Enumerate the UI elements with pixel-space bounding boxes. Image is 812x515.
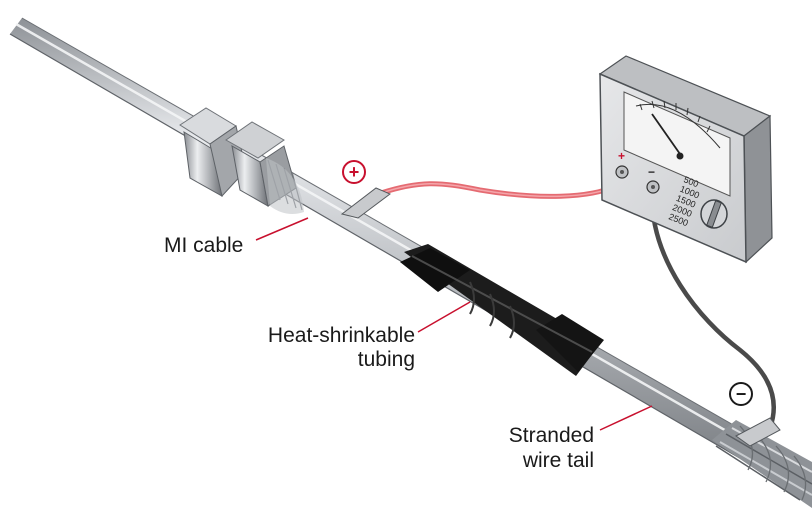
wire-tail-label-line2: wire tail xyxy=(522,449,594,472)
compression-fitting xyxy=(179,107,304,214)
meter-needle xyxy=(651,113,681,155)
meter-scale-labels: 500 1000 1500 2000 2500 xyxy=(667,174,701,228)
meter-dial xyxy=(623,91,731,197)
heat-shrinkable-tubing xyxy=(400,244,604,376)
negative-clip xyxy=(735,417,781,447)
heat-shrink-label-line1: Heat-shrinkable xyxy=(268,324,415,347)
negative-test-lead xyxy=(649,189,781,447)
mi-cable-leader xyxy=(255,217,309,241)
negative-badge: − xyxy=(729,382,753,406)
range-knob xyxy=(700,199,728,229)
tubing-leader xyxy=(417,301,471,333)
meter-negative-symbol: − xyxy=(648,165,655,179)
positive-test-lead xyxy=(340,173,623,219)
negative-symbol: − xyxy=(736,384,747,404)
negative-terminal: − xyxy=(646,165,660,194)
positive-symbol: + xyxy=(349,162,360,182)
positive-clip xyxy=(340,187,391,219)
meter-positive-symbol: + xyxy=(618,149,625,163)
mi-cable-label: MI cable xyxy=(164,234,243,257)
wire-tail-leader xyxy=(599,405,653,431)
heat-shrink-label-line2: tubing xyxy=(358,348,415,371)
positive-badge: + xyxy=(342,160,366,184)
megohmmeter: 500 1000 1500 2000 2500 + − xyxy=(598,55,773,264)
wire-tail-label-line1: Stranded xyxy=(509,424,594,447)
positive-terminal: + xyxy=(615,149,629,179)
